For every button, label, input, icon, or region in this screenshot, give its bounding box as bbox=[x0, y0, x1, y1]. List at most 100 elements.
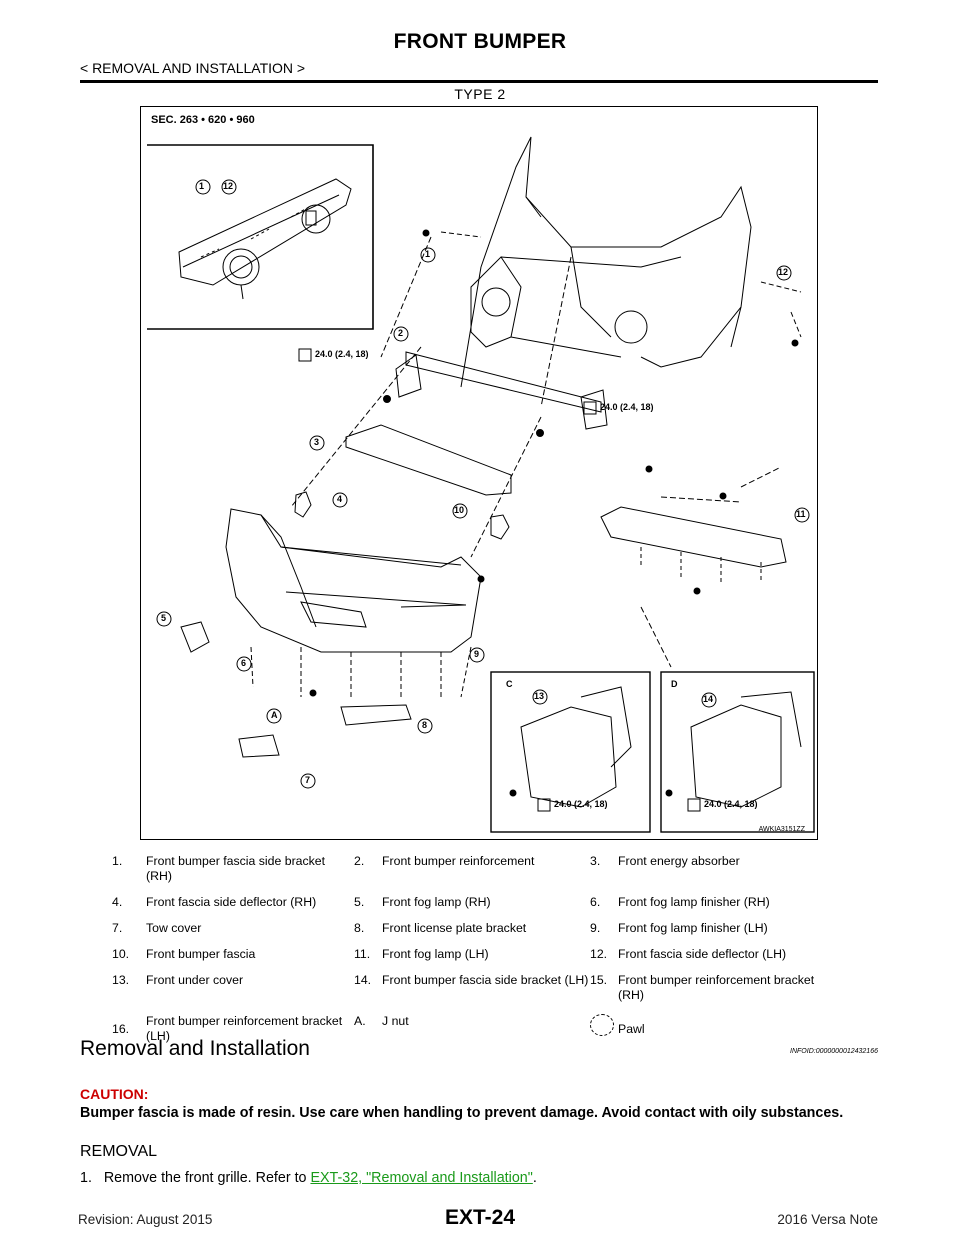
callout-12-inset: 12 bbox=[223, 181, 234, 191]
callout-1: 1 bbox=[425, 249, 431, 259]
reference-link[interactable]: EXT-32, "Removal and Installation" bbox=[310, 1170, 533, 1186]
legend-number: 10. bbox=[112, 947, 130, 961]
torque-label: 24.0 (2.4, 18) bbox=[554, 799, 608, 809]
pawl-symbol-cell bbox=[590, 1012, 618, 1053]
fog-lamp-lh-drawing bbox=[490, 514, 510, 540]
legend-description: Pawl bbox=[618, 1021, 645, 1036]
step-text: Remove the front grille. Refer to bbox=[103, 1170, 311, 1186]
diagram-illustration bbox=[147, 136, 815, 833]
legend-row: 1. Front bumper fascia side bracket (RH)… bbox=[112, 852, 820, 893]
legend-description: Front energy absorber bbox=[618, 854, 740, 868]
detail-c-box bbox=[490, 671, 651, 833]
callout-circles bbox=[156, 179, 810, 789]
callout-9: 9 bbox=[474, 649, 480, 659]
breadcrumb: < REMOVAL AND INSTALLATION > bbox=[80, 60, 306, 76]
body-frame-drawing bbox=[440, 136, 802, 388]
legend-description: Front fog lamp (RH) bbox=[382, 895, 491, 909]
footer-page-number: EXT-24 bbox=[444, 1206, 516, 1229]
legend-number: 1. bbox=[112, 854, 123, 868]
legend-row: 4. Front fascia side deflector (RH) 5. F… bbox=[112, 893, 820, 919]
step-number: 1. bbox=[80, 1170, 92, 1186]
legend-number: 6. bbox=[590, 895, 601, 909]
torque-label: 24.0 (2.4, 18) bbox=[704, 799, 758, 809]
legend-row: 13. Front under cover 14. Front bumper f… bbox=[112, 971, 820, 1012]
legend-row: 16. Front bumper reinforcement bracket (… bbox=[112, 1012, 820, 1053]
caution-label: CAUTION: bbox=[80, 1086, 149, 1102]
legend-description: Front under cover bbox=[146, 973, 244, 987]
page-title: FRONT BUMPER bbox=[393, 30, 567, 53]
callout-13: 13 bbox=[534, 691, 545, 701]
section-title: Removal and Installation bbox=[80, 1037, 310, 1060]
legend-description: Front bumper reinforcement bracket (LH) bbox=[146, 1014, 343, 1043]
legend-number: 12. bbox=[590, 947, 608, 961]
reinforcement-drawing bbox=[405, 351, 602, 413]
legend-number: A. bbox=[354, 1014, 366, 1028]
step-text-end: . bbox=[532, 1170, 537, 1186]
torque-symbols bbox=[298, 348, 701, 812]
legend-description: Front fog lamp finisher (LH) bbox=[618, 921, 768, 935]
pawl-icon bbox=[590, 1014, 614, 1036]
legend-number: 4. bbox=[112, 895, 123, 909]
torque-label: 24.0 (2.4, 18) bbox=[600, 402, 654, 412]
legend-description: Front fog lamp (LH) bbox=[382, 947, 489, 961]
legend-description: Front fascia side deflector (LH) bbox=[618, 947, 787, 961]
callout-3: 3 bbox=[314, 437, 320, 447]
fascia-drawing bbox=[225, 508, 482, 698]
legend-number: 7. bbox=[112, 921, 123, 935]
legend-description: Tow cover bbox=[146, 921, 202, 935]
callout-7: 7 bbox=[305, 775, 311, 785]
parts-legend-table: 1. Front bumper fascia side bracket (RH)… bbox=[112, 852, 820, 1053]
legend-number: 14. bbox=[354, 973, 372, 987]
legend-row: 7. Tow cover 8. Front license plate brac… bbox=[112, 919, 820, 945]
callout-a: A bbox=[271, 710, 278, 720]
callout-10: 10 bbox=[454, 505, 465, 515]
info-id: INFOID:0000000012432166 bbox=[790, 1048, 878, 1055]
legend-number: 5. bbox=[354, 895, 365, 909]
exploded-diagram: SEC. 263 • 620 • 960 bbox=[140, 106, 818, 840]
bracket-inset-frame bbox=[147, 144, 374, 330]
procedure-step-1: 1. Remove the front grille. Refer to EXT… bbox=[80, 1170, 537, 1186]
figure-code: AWKIA3151ZZ bbox=[758, 826, 805, 833]
callout-12: 12 bbox=[778, 267, 789, 277]
detail-d-label: D bbox=[671, 679, 678, 689]
callout-8: 8 bbox=[422, 720, 428, 730]
footer-revision: Revision: August 2015 bbox=[78, 1212, 213, 1227]
callout-6: 6 bbox=[241, 658, 247, 668]
legend-description: Front fascia side deflector (RH) bbox=[146, 895, 317, 909]
torque-label: 24.0 (2.4, 18) bbox=[315, 349, 369, 359]
legend-description: Front fog lamp finisher (RH) bbox=[618, 895, 770, 909]
caution-text: Bumper fascia is made of resin. Use care… bbox=[80, 1105, 844, 1121]
section-number-label: SEC. 263 • 620 • 960 bbox=[151, 114, 255, 126]
legend-number: 3. bbox=[590, 854, 601, 868]
legend-number: 13. bbox=[112, 973, 130, 987]
detail-c-label: C bbox=[506, 679, 513, 689]
legend-description: Front license plate bracket bbox=[382, 921, 527, 935]
type-label: TYPE 2 bbox=[454, 86, 506, 102]
legend-description: Front bumper reinforcement bracket (RH) bbox=[618, 973, 815, 1002]
legend-description: Front bumper fascia side bracket (LH) bbox=[382, 973, 589, 987]
legend-description: Front bumper fascia side bracket (RH) bbox=[146, 854, 326, 883]
legend-description: Front bumper fascia bbox=[146, 947, 256, 961]
callout-11: 11 bbox=[796, 509, 806, 519]
detail-d-box bbox=[660, 671, 815, 833]
footer-model: 2016 Versa Note bbox=[777, 1212, 878, 1227]
subsection-title: REMOVAL bbox=[80, 1143, 158, 1160]
header-divider bbox=[80, 80, 878, 83]
callout-4: 4 bbox=[337, 494, 343, 504]
legend-number: 9. bbox=[590, 921, 601, 935]
under-cover-drawing bbox=[600, 506, 787, 568]
legend-number: 11. bbox=[354, 947, 371, 961]
absorber-drawing bbox=[345, 424, 512, 496]
legend-row: 10. Front bumper fascia 11. Front fog la… bbox=[112, 945, 820, 971]
legend-number: 15. bbox=[590, 973, 608, 987]
callout-2: 2 bbox=[398, 328, 404, 338]
fog-lamp-rh-drawing bbox=[294, 491, 312, 518]
callout-14: 14 bbox=[703, 694, 714, 704]
legend-description: J nut bbox=[382, 1014, 409, 1028]
side-bracket-drawing bbox=[178, 178, 352, 300]
leader-lines bbox=[290, 236, 782, 668]
legend-description: Front bumper reinforcement bbox=[382, 854, 535, 868]
legend-number: 2. bbox=[354, 854, 365, 868]
callout-5: 5 bbox=[161, 613, 167, 623]
tow-cover-drawing bbox=[238, 734, 280, 758]
